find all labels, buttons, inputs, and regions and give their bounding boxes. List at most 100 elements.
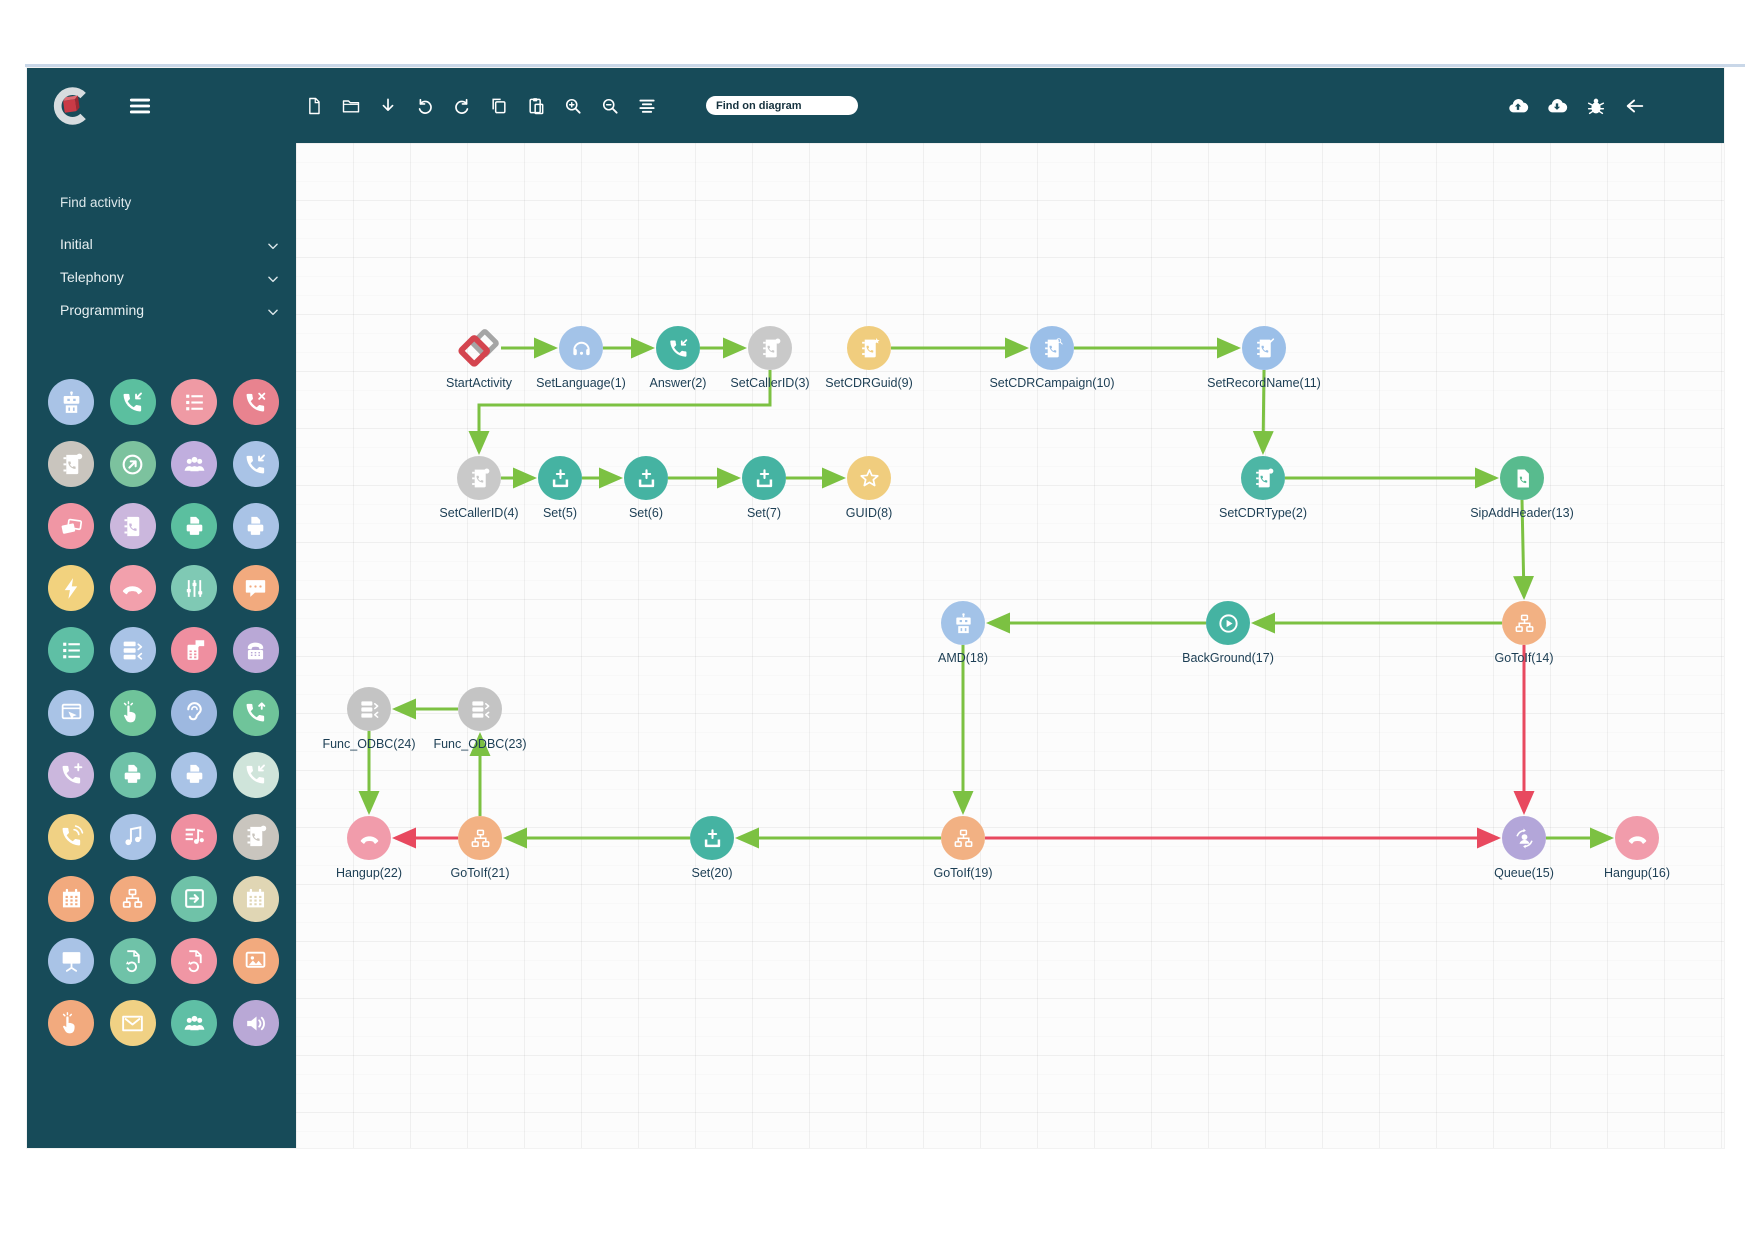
palette-activity-fax2[interactable] xyxy=(109,751,156,798)
node-circle[interactable] xyxy=(347,687,391,731)
back-icon[interactable] xyxy=(1622,93,1648,119)
palette-activity-tap[interactable] xyxy=(109,689,156,736)
edge-SetRecordName(11)-to-SetCDRType(2) xyxy=(1252,369,1274,455)
palette-activity-desk-phone[interactable] xyxy=(232,627,279,674)
new-file-icon[interactable] xyxy=(301,93,327,119)
palette-activity-answer[interactable] xyxy=(109,379,156,425)
sliders-icon xyxy=(182,576,207,601)
palette-activity-calendar[interactable] xyxy=(48,875,94,922)
sidebar-section-programming[interactable]: Programming xyxy=(60,302,280,326)
palette-activity-click-timer[interactable] xyxy=(48,1000,94,1046)
docp-icon xyxy=(1511,467,1534,490)
palette-activity-hangup[interactable] xyxy=(109,565,156,612)
node-circle[interactable] xyxy=(742,456,786,500)
node-label: SetCallerID(4) xyxy=(439,506,519,520)
debug-icon[interactable] xyxy=(1583,93,1609,119)
palette-activity-transfer[interactable] xyxy=(109,441,156,488)
zoom-in-icon[interactable] xyxy=(560,93,586,119)
sidebar-section-initial[interactable]: Initial xyxy=(60,236,280,260)
hamburger-menu-icon[interactable] xyxy=(127,93,153,119)
palette-activity-goto[interactable] xyxy=(171,875,217,922)
open-project-icon[interactable] xyxy=(338,93,364,119)
palette-activity-event[interactable] xyxy=(48,565,94,612)
palette-activity-conference[interactable] xyxy=(171,441,217,488)
palette-activity-calendar-check[interactable] xyxy=(232,875,279,922)
palette-activity-amd[interactable] xyxy=(48,379,94,425)
palette-activity-speak[interactable] xyxy=(171,1000,217,1046)
node-circle[interactable] xyxy=(941,816,985,860)
node-circle[interactable] xyxy=(624,456,668,500)
node-circle[interactable] xyxy=(847,326,891,370)
palette-activity-dial[interactable] xyxy=(48,813,94,860)
copy-icon[interactable] xyxy=(486,93,512,119)
palette-activity-phonebook[interactable] xyxy=(109,503,156,550)
palette-activity-fax-send[interactable] xyxy=(232,503,279,550)
palette-activity-call-pale[interactable] xyxy=(232,751,279,798)
book-icon xyxy=(120,514,145,539)
palette-activity-announce[interactable] xyxy=(232,1000,279,1046)
palette-activity-music-on-hold[interactable] xyxy=(171,813,217,860)
node-circle[interactable] xyxy=(458,687,502,731)
node-circle[interactable] xyxy=(656,326,700,370)
paste-icon[interactable] xyxy=(523,93,549,119)
palette-activity-cards[interactable] xyxy=(48,503,94,550)
node-circle[interactable] xyxy=(847,456,891,500)
node-circle[interactable] xyxy=(1206,601,1250,645)
node-circle[interactable] xyxy=(941,601,985,645)
palette-activity-call[interactable] xyxy=(232,441,279,488)
palette-activity-fax3[interactable] xyxy=(171,751,217,798)
node-circle[interactable] xyxy=(1502,601,1546,645)
sidebar-section-telephony[interactable]: Telephony xyxy=(60,269,280,293)
palette-activity-sms[interactable] xyxy=(171,627,217,674)
palette-activity-doc-sync[interactable] xyxy=(109,937,156,984)
node-circle[interactable] xyxy=(1500,456,1544,500)
browser-icon xyxy=(59,700,84,725)
palette-activity-message[interactable] xyxy=(232,565,279,612)
node-circle[interactable] xyxy=(538,456,582,500)
node-circle[interactable] xyxy=(559,326,603,370)
palette-activity-set-callerid[interactable] xyxy=(48,441,94,488)
zoom-out-icon[interactable] xyxy=(597,93,623,119)
find-activity-input[interactable]: Find activity xyxy=(60,195,132,210)
palette-activity-fax-receive[interactable] xyxy=(171,503,217,550)
node-circle[interactable] xyxy=(1030,326,1074,370)
node-circle[interactable] xyxy=(748,326,792,370)
node-circle[interactable] xyxy=(1615,816,1659,860)
palette-activity-settings[interactable] xyxy=(171,565,217,612)
start-activity-icon xyxy=(456,325,502,371)
book-edit-icon xyxy=(1253,337,1276,360)
sidebar-section-label: Telephony xyxy=(60,269,124,285)
palette-activity-web-request[interactable] xyxy=(48,689,94,736)
node-circle[interactable] xyxy=(1502,816,1546,860)
node-circle[interactable] xyxy=(458,816,502,860)
align-icon[interactable] xyxy=(634,93,660,119)
book-star-icon xyxy=(858,337,881,360)
palette-activity-screen[interactable] xyxy=(48,937,94,984)
palette-activity-doc-sync-red[interactable] xyxy=(171,937,217,984)
find-on-diagram-input[interactable] xyxy=(706,96,858,116)
palette-activity-contacts[interactable] xyxy=(232,813,279,860)
cloud-upload-icon[interactable] xyxy=(1505,93,1531,119)
palette-activity-play-audio[interactable] xyxy=(109,813,156,860)
palette-activity-hangup-call[interactable] xyxy=(232,379,279,425)
palette-activity-queue-list[interactable] xyxy=(171,379,217,425)
download-icon[interactable] xyxy=(375,93,401,119)
palette-activity-pickup[interactable] xyxy=(232,689,279,736)
node-start-shape[interactable] xyxy=(456,325,502,371)
palette-activity-ivr-menu[interactable] xyxy=(48,627,94,674)
node-circle[interactable] xyxy=(347,816,391,860)
node-circle[interactable] xyxy=(1241,456,1285,500)
palette-activity-db-write[interactable] xyxy=(109,627,156,674)
cloud-download-icon[interactable] xyxy=(1544,93,1570,119)
palette-activity-listen[interactable] xyxy=(171,689,217,736)
redo-icon[interactable] xyxy=(449,93,475,119)
undo-icon[interactable] xyxy=(412,93,438,119)
palette-activity-add-call[interactable] xyxy=(48,751,94,798)
node-circle[interactable] xyxy=(690,816,734,860)
node-circle[interactable] xyxy=(457,456,501,500)
palette-activity-voicemail[interactable] xyxy=(109,1000,156,1046)
node-circle[interactable] xyxy=(1242,326,1286,370)
palette-activity-image-share[interactable] xyxy=(232,937,279,984)
palette-activity-gotoif[interactable] xyxy=(109,875,156,922)
